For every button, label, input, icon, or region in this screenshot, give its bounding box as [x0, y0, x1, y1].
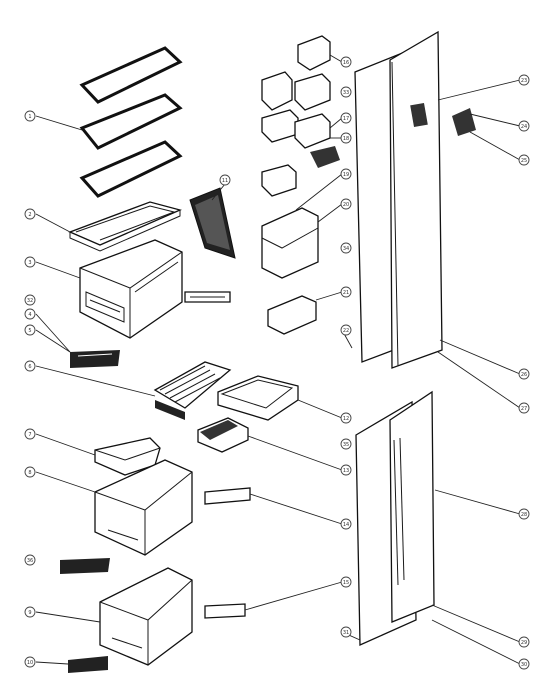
callout-22: 22 — [340, 324, 352, 336]
callout-24: 24 — [518, 120, 530, 132]
callout-13: 13 — [340, 464, 352, 476]
callout-8: 8 — [24, 466, 36, 478]
drawer-handle-left — [70, 350, 120, 368]
callout-28: 28 — [518, 508, 530, 520]
door-shelf-small — [267, 295, 317, 335]
svg-text:4: 4 — [28, 312, 31, 318]
drawer-rail-upper — [184, 291, 231, 303]
callout-35: 35 — [340, 438, 352, 450]
callout-1: 1 — [24, 110, 36, 122]
leader-lines — [35, 54, 521, 665]
svg-text:21: 21 — [343, 290, 349, 296]
callout-36: 36 — [24, 554, 36, 566]
callout-23: 23 — [518, 74, 530, 86]
callout-32: 32 — [24, 294, 36, 306]
svg-text:8: 8 — [28, 470, 31, 476]
svg-text:25: 25 — [521, 158, 527, 164]
glass-shelf-frames — [79, 46, 183, 198]
svg-text:32: 32 — [27, 298, 33, 304]
callout-26: 26 — [518, 368, 530, 380]
svg-text:2: 2 — [28, 212, 31, 218]
svg-text:13: 13 — [343, 468, 349, 474]
callout-7: 7 — [24, 428, 36, 440]
middle-freezer-drawer — [94, 459, 193, 556]
svg-text:24: 24 — [521, 124, 527, 130]
svg-text:27: 27 — [521, 406, 527, 412]
upper-crisper-drawer — [79, 239, 183, 339]
callout-16: 16 — [340, 56, 352, 68]
lower-door-assembly — [355, 390, 435, 646]
small-basket — [94, 437, 161, 476]
callout-27: 27 — [518, 402, 530, 414]
shelf-with-glass — [68, 201, 182, 252]
callout-15: 15 — [340, 576, 352, 588]
svg-text:33: 33 — [343, 90, 349, 96]
callout-20: 20 — [340, 198, 352, 210]
ice-cube-bin — [197, 417, 249, 453]
callout-21: 21 — [340, 286, 352, 298]
callout-12: 12 — [340, 412, 352, 424]
callout-5: 5 — [24, 324, 36, 336]
callout-18: 18 — [340, 132, 352, 144]
callout-2: 2 — [24, 208, 36, 220]
svg-text:17: 17 — [343, 116, 349, 122]
svg-text:29: 29 — [521, 640, 527, 646]
bottom-freezer-drawer — [99, 567, 193, 666]
svg-text:12: 12 — [343, 416, 349, 422]
svg-text:1: 1 — [28, 114, 31, 120]
callout-34: 34 — [340, 242, 352, 254]
svg-text:20: 20 — [343, 202, 349, 208]
upper-door-assembly — [354, 30, 443, 369]
callout-33: 33 — [340, 86, 352, 98]
svg-text:35: 35 — [343, 442, 349, 448]
callouts: 1 2 3 4 5 6 7 8 9 10 11 12 13 14 15 16 1… — [24, 56, 530, 670]
callout-31: 31 — [340, 626, 352, 638]
svg-text:18: 18 — [343, 136, 349, 142]
svg-text:36: 36 — [27, 558, 33, 564]
callout-11: 11 — [219, 174, 231, 186]
callout-14: 14 — [340, 518, 352, 530]
svg-text:15: 15 — [343, 580, 349, 586]
callout-17: 17 — [340, 112, 352, 124]
svg-text:23: 23 — [521, 78, 527, 84]
svg-text:22: 22 — [343, 328, 349, 334]
svg-text:10: 10 — [27, 660, 33, 666]
callout-19: 19 — [340, 168, 352, 180]
callout-29: 29 — [518, 636, 530, 648]
door-bins-top — [261, 35, 340, 197]
callout-4: 4 — [24, 308, 36, 320]
drawer-handle-bottom — [68, 656, 108, 673]
svg-text:3: 3 — [28, 260, 31, 266]
callout-30: 30 — [518, 658, 530, 670]
svg-text:9: 9 — [28, 610, 31, 616]
svg-text:7: 7 — [28, 432, 31, 438]
svg-text:6: 6 — [28, 364, 31, 370]
drawer-handle-middle — [60, 558, 110, 574]
svg-text:26: 26 — [521, 372, 527, 378]
drawer-rail-lower — [204, 603, 246, 619]
svg-text:11: 11 — [222, 178, 228, 184]
svg-text:31: 31 — [343, 630, 349, 636]
svg-text:16: 16 — [343, 60, 349, 66]
freezer-shelf-tray — [217, 375, 299, 421]
callout-6: 6 — [24, 360, 36, 372]
door-shelf-large — [261, 207, 319, 279]
callout-9: 9 — [24, 606, 36, 618]
ice-tray-rack — [153, 361, 232, 420]
callout-25: 25 — [518, 154, 530, 166]
svg-text:5: 5 — [28, 328, 31, 334]
svg-text:14: 14 — [343, 522, 349, 528]
svg-text:34: 34 — [343, 246, 349, 252]
door-hinge-upper — [452, 108, 476, 136]
svg-text:19: 19 — [343, 172, 349, 178]
drawer-rail-middle — [204, 487, 251, 505]
svg-text:28: 28 — [521, 512, 527, 518]
air-duct-grille — [189, 187, 236, 259]
callout-3: 3 — [24, 256, 36, 268]
callout-10: 10 — [24, 656, 36, 668]
svg-text:30: 30 — [521, 662, 527, 668]
